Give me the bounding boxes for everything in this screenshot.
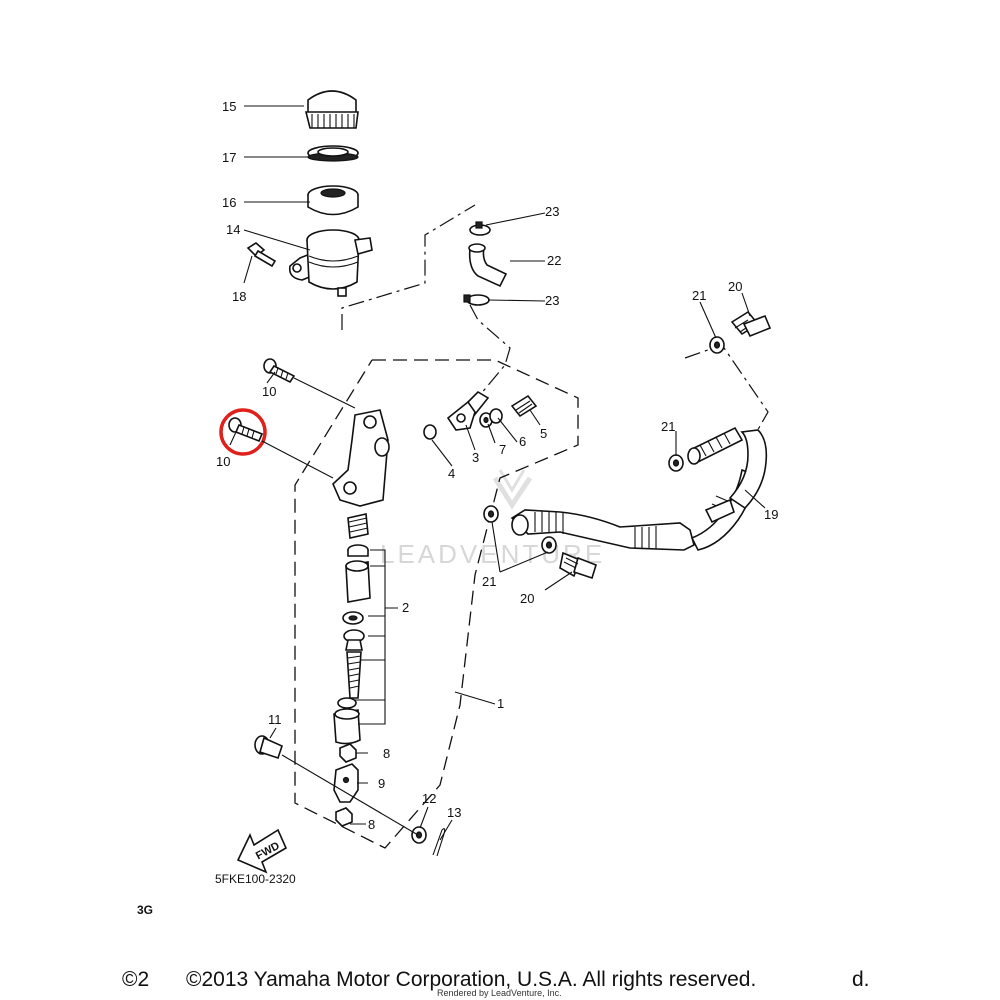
callout-1: 1 bbox=[497, 696, 504, 711]
copyright-notice: ©2013 Yamaha Motor Corporation, U.S.A. A… bbox=[186, 968, 757, 991]
callout-12: 12 bbox=[422, 791, 436, 806]
copper-washer-lower bbox=[541, 536, 557, 554]
callout-6: 6 bbox=[519, 434, 526, 449]
callout-8-upper: 8 bbox=[383, 746, 390, 761]
reservoir-hose-route bbox=[341, 204, 476, 330]
reservoir-tank bbox=[288, 229, 373, 297]
cotter-pin bbox=[432, 828, 446, 857]
brake-hose-route bbox=[684, 344, 769, 441]
callout-23-upper: 23 bbox=[545, 204, 559, 219]
rendered-by: Rendered by LeadVenture, Inc. bbox=[437, 988, 562, 998]
callout-13: 13 bbox=[447, 805, 461, 820]
lock-nut-lower bbox=[335, 807, 353, 827]
reservoir-cap bbox=[304, 90, 359, 129]
callout-9: 9 bbox=[378, 776, 385, 791]
master-cylinder-body bbox=[332, 409, 390, 507]
callout-4: 4 bbox=[448, 466, 455, 481]
callout-5: 5 bbox=[540, 426, 547, 441]
callout-11: 11 bbox=[268, 712, 282, 727]
mounting-bolt-upper bbox=[263, 358, 296, 384]
brake-hose bbox=[510, 426, 768, 551]
callout-23-lower: 23 bbox=[545, 293, 559, 308]
union-bolt-top bbox=[730, 310, 772, 338]
watermark-logo-icon bbox=[492, 469, 533, 510]
copyright-left-fragment: ©2 bbox=[122, 968, 150, 991]
callout-21-lower: 21 bbox=[482, 574, 496, 589]
callout-22: 22 bbox=[547, 253, 561, 268]
callout-17: 17 bbox=[222, 150, 236, 165]
diaphragm bbox=[307, 185, 359, 216]
pin-washer bbox=[411, 826, 427, 844]
copyright-right-fragment: d. bbox=[852, 968, 870, 991]
callout-10-upper: 10 bbox=[262, 384, 276, 399]
reservoir-bolt bbox=[246, 242, 277, 268]
callout-21-top: 21 bbox=[692, 288, 706, 303]
clevis bbox=[333, 763, 359, 803]
page-ref: 3G bbox=[137, 903, 154, 917]
callout-15: 15 bbox=[222, 99, 236, 114]
highlight-circle bbox=[219, 408, 267, 456]
joint-screw bbox=[510, 394, 538, 418]
callout-14: 14 bbox=[226, 222, 240, 237]
copper-washer-cylinder bbox=[483, 505, 499, 523]
clevis-pin bbox=[254, 735, 283, 760]
callout-21-right: 21 bbox=[661, 419, 675, 434]
callout-10-lower: 10 bbox=[216, 454, 230, 469]
callout-2: 2 bbox=[402, 600, 409, 615]
reservoir-hose bbox=[468, 243, 508, 288]
callout-16: 16 bbox=[222, 195, 236, 210]
part-code: 5FKE100-2320 bbox=[215, 872, 296, 886]
hose-joint bbox=[446, 390, 490, 431]
o-ring bbox=[423, 424, 437, 440]
callout-18: 18 bbox=[232, 289, 246, 304]
copper-washer-top bbox=[709, 336, 725, 354]
callout-20-top: 20 bbox=[728, 279, 742, 294]
callout-7: 7 bbox=[499, 442, 506, 457]
copper-washer-right bbox=[668, 454, 684, 472]
fwd-arrow-icon: FWD bbox=[236, 828, 288, 874]
hose-to-union-route bbox=[469, 304, 511, 396]
hose-clamp-lower bbox=[463, 294, 490, 306]
leader-lines bbox=[229, 105, 766, 841]
assembly-boundary bbox=[294, 359, 579, 849]
lock-nut-upper bbox=[339, 743, 357, 763]
callout-19: 19 bbox=[764, 507, 778, 522]
piston-kit bbox=[333, 513, 371, 745]
diaphragm-plate bbox=[307, 145, 359, 162]
callout-8-lower: 8 bbox=[368, 817, 375, 832]
callout-20-lower: 20 bbox=[520, 591, 534, 606]
hose-clamp-upper bbox=[469, 221, 491, 236]
mounting-bolt-lower bbox=[228, 417, 264, 443]
callout-3: 3 bbox=[472, 450, 479, 465]
union-bolt-lower bbox=[559, 551, 597, 580]
